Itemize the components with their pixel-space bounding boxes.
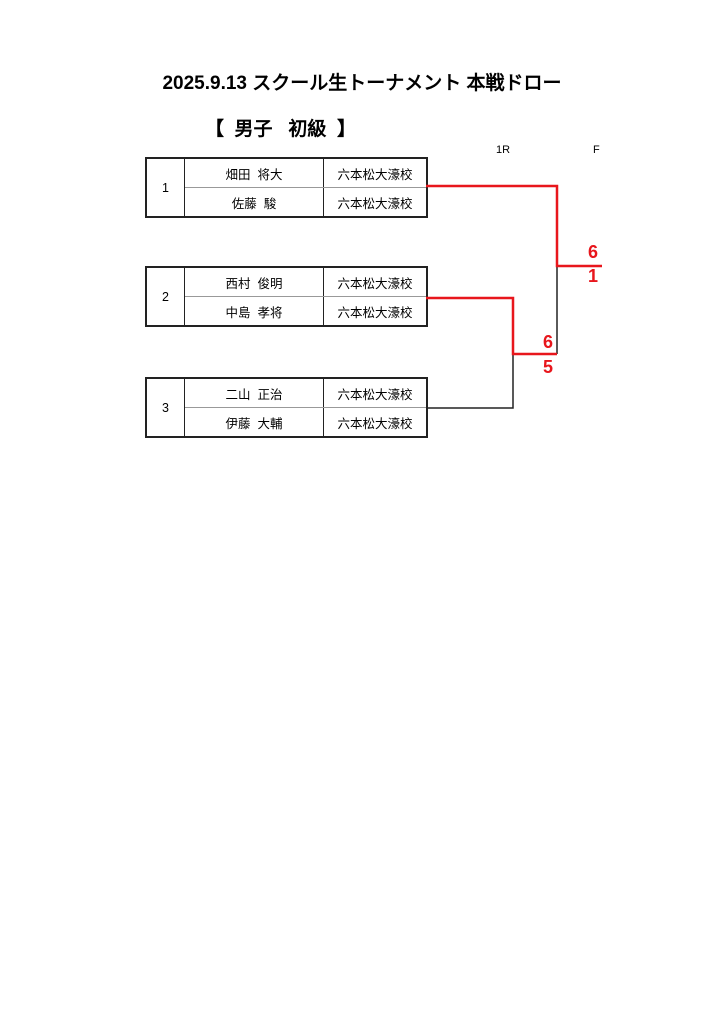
final-score-bottom: 1 xyxy=(588,266,599,286)
seed: 2 xyxy=(146,267,185,326)
page-title: 2025.9.13 スクール生トーナメント 本戦ドロー xyxy=(162,73,562,94)
player-name: 畑田 将大 xyxy=(184,158,324,188)
bracket-line-entry2-winner xyxy=(426,296,557,356)
player-name: 中島 孝将 xyxy=(184,296,324,326)
player-school: 六本松大濠校 xyxy=(323,267,427,297)
player-school: 六本松大濠校 xyxy=(323,158,427,188)
bracket-line-entry3 xyxy=(426,354,514,409)
player-school: 六本松大濠校 xyxy=(337,196,413,211)
seed: 3 xyxy=(146,378,185,437)
seed: 1 xyxy=(146,158,185,217)
player-name: 二山 正治 xyxy=(184,378,324,408)
player-school: 六本松大濠校 xyxy=(337,416,413,431)
final-score-top: 6 xyxy=(588,242,599,262)
player-school: 六本松大濠校 xyxy=(323,378,427,408)
player-name: 西村 俊明 xyxy=(184,267,324,297)
player-name: 伊藤 大輔 xyxy=(184,407,324,437)
player-name: 佐藤 駿 xyxy=(184,187,324,217)
round1-score-bottom: 5 xyxy=(543,357,554,377)
player-school: 六本松大濠校 xyxy=(337,305,413,320)
round-label-final: F xyxy=(593,144,600,156)
bracket-line-entry1-winner xyxy=(426,184,602,268)
category-heading: 【 男子 初級 】 xyxy=(205,119,356,140)
round-label-1r: 1R xyxy=(496,144,511,156)
round1-score-top: 6 xyxy=(543,332,554,352)
